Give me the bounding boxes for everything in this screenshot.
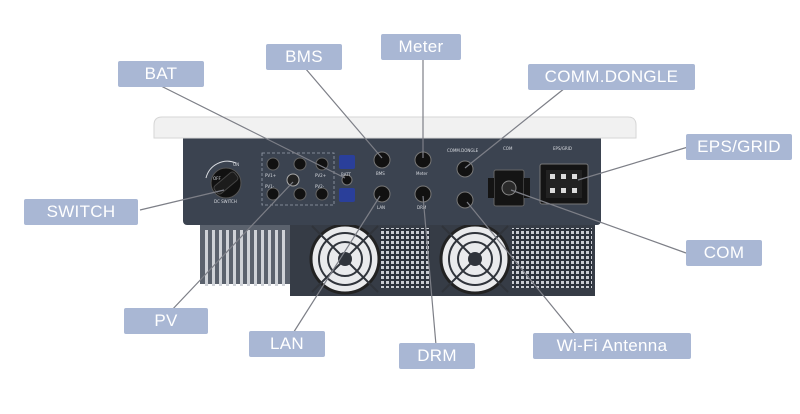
callout-lan: LAN [249, 331, 325, 357]
fan-right [439, 223, 511, 295]
callout-eps-grid: EPS/GRID [686, 134, 792, 160]
comm-dongle-port-text: COMM.DONGLE [447, 148, 479, 153]
pv1-plus-text: PV1+ [265, 173, 276, 178]
bms-port-text: BMS [376, 171, 385, 176]
batt-text: BATT [341, 172, 352, 177]
callout-switch: SWITCH [24, 199, 138, 225]
fan-left [309, 223, 381, 295]
eps-grid-connector: EPS/GRID [539, 146, 589, 205]
dc-switch-text: DC SWITCH [214, 199, 237, 204]
com-port-text: COM [503, 146, 513, 151]
callout-pv: PV [124, 308, 208, 334]
pv-terminals: PV1+ PV2+ PV1- PV2- [261, 152, 335, 206]
eps-grid-port-text: EPS/GRID [553, 146, 572, 151]
com-connector: COM [488, 146, 530, 207]
fan-module [290, 218, 595, 296]
lan-port-text: LAN [377, 205, 385, 210]
callout-com: COM [686, 240, 762, 266]
drm-port-text: DRM [417, 205, 427, 210]
switch-off-text: OFF [213, 176, 221, 181]
callout-drm: DRM [399, 343, 475, 369]
pv1-minus-text: PV1- [265, 184, 275, 189]
callout-wifi-antenna: Wi-Fi Antenna [533, 333, 691, 359]
callout-comm-dongle: COMM.DONGLE [528, 64, 695, 90]
callout-bms: BMS [266, 44, 342, 70]
leader-lines [139, 60, 689, 346]
callout-meter: Meter [381, 34, 461, 60]
dc-switch: OFF ON DC SWITCH [205, 160, 242, 204]
inverter-top-cover [153, 116, 637, 139]
switch-on-text: ON [233, 162, 239, 167]
meter-port-text: Meter [416, 171, 428, 176]
pv2-plus-text: PV2+ [315, 173, 326, 178]
pv2-minus-text: PV2- [315, 184, 325, 189]
inverter-body [183, 135, 601, 225]
battery-terminals: BATT [339, 155, 355, 202]
callout-bat: BAT [118, 61, 204, 87]
